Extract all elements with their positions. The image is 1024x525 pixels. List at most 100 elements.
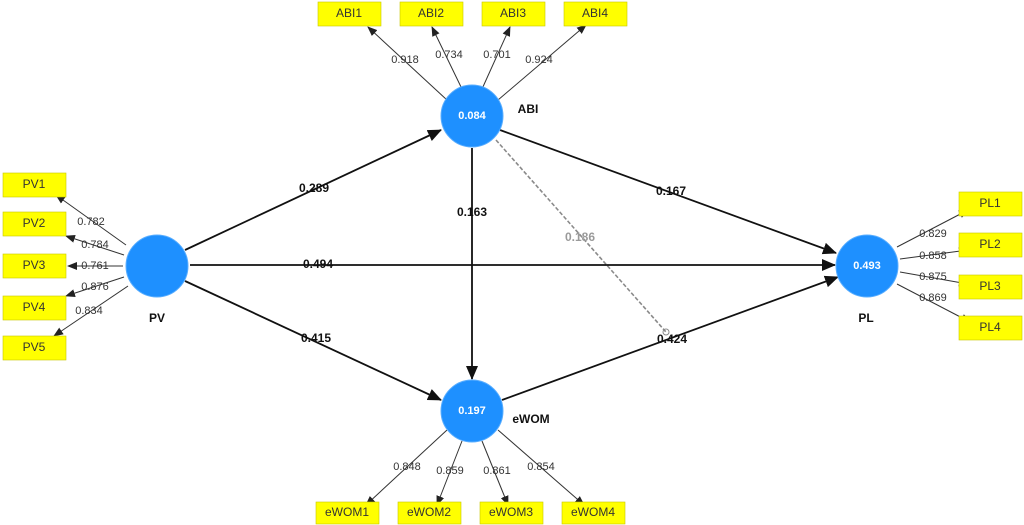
pv1-loading-arrow <box>55 194 127 246</box>
indicator-label: eWOM3 <box>489 505 533 519</box>
construct-value: 0.084 <box>458 110 486 122</box>
indicator-pv2[interactable]: PV2 <box>2 211 67 237</box>
pv5-loading-arrow <box>53 285 129 337</box>
construct-pl[interactable]: 0.493 PL <box>835 234 899 325</box>
path-pv-abi[interactable] <box>184 129 442 251</box>
path-coef-abi-pl: 0.167 <box>656 184 686 198</box>
construct-label: PV <box>149 311 165 325</box>
indicator-label: PV2 <box>23 216 46 230</box>
pl-indicator-group: PL1 PL2 PL3 PL4 0.829 0.858 0.875 0.869 <box>896 191 1023 341</box>
construct-circle[interactable] <box>835 234 899 298</box>
path-coef-pv-pl: 0.494 <box>303 257 333 271</box>
loading-pl2: 0.858 <box>919 250 947 262</box>
indicator-label: ABI2 <box>418 6 444 20</box>
indicator-abi1[interactable]: ABI1 <box>317 1 382 27</box>
indicator-pv3[interactable]: PV3 <box>2 253 67 279</box>
loading-pl3: 0.875 <box>919 271 947 283</box>
structural-paths: 0.289 0.494 0.415 0.167 0.163 0.424 0.18… <box>184 129 839 401</box>
indicator-pl2[interactable]: PL2 <box>958 232 1023 258</box>
construct-value: 0.493 <box>853 260 881 272</box>
path-coef-pv-ewom: 0.415 <box>301 331 331 345</box>
indicator-label: eWOM1 <box>325 505 369 519</box>
indicator-label: PL2 <box>979 237 1001 251</box>
indicator-abi2[interactable]: ABI2 <box>399 1 464 27</box>
indicator-label: PV1 <box>23 177 46 191</box>
pl2-loading-arrow <box>899 247 969 260</box>
construct-label: PL <box>858 311 873 325</box>
pv-indicator-group: PV1 PV2 PV3 PV4 PV5 0.782 0.784 0.761 0.… <box>2 172 129 361</box>
indicator-label: ABI4 <box>582 6 608 20</box>
indicator-label: eWOM4 <box>571 505 615 519</box>
construct-abi[interactable]: 0.084 ABI <box>440 84 539 148</box>
abi2-loading-arrow <box>431 26 463 90</box>
indicator-pl4[interactable]: PL4 <box>958 315 1023 341</box>
pv4-loading-arrow <box>65 276 125 297</box>
loading-pv3: 0.761 <box>81 260 109 272</box>
construct-circle[interactable] <box>440 84 504 148</box>
path-abi-pl[interactable] <box>499 129 837 255</box>
moderation-coef: 0.186 <box>565 230 595 244</box>
loading-pv1: 0.782 <box>77 216 105 228</box>
moderation-dashed-line <box>495 139 667 333</box>
indicator-label: PL3 <box>979 279 1001 293</box>
indicator-label: PV3 <box>23 258 46 272</box>
ewom-indicator-group: eWOM1 eWOM2 eWOM3 eWOM4 0.848 0.859 0.86… <box>315 429 626 525</box>
loading-pv2: 0.784 <box>81 239 109 251</box>
loading-abi3: 0.701 <box>483 49 511 61</box>
ewom2-loading-arrow <box>436 440 463 506</box>
abi4-loading-arrow <box>497 24 587 101</box>
pl4-loading-arrow <box>896 283 971 323</box>
construct-ewom[interactable]: 0.197 eWOM <box>440 379 550 443</box>
ewom1-loading-arrow <box>365 429 448 506</box>
loading-abi2: 0.734 <box>435 49 463 61</box>
loading-pv4: 0.876 <box>81 281 109 293</box>
indicator-pv1[interactable]: PV1 <box>2 172 67 198</box>
ewom3-loading-arrow <box>481 440 509 506</box>
path-coef-abi-ewom: 0.163 <box>457 205 487 219</box>
indicator-label: PV5 <box>23 340 46 354</box>
loading-ewom4: 0.854 <box>527 461 555 473</box>
pl3-loading-arrow <box>899 271 969 287</box>
indicator-label: PL4 <box>979 320 1001 334</box>
indicator-pl3[interactable]: PL3 <box>958 274 1023 300</box>
loading-pv5: 0.834 <box>75 305 103 317</box>
construct-pv[interactable]: PV <box>125 234 189 325</box>
loading-ewom3: 0.861 <box>483 465 511 477</box>
indicator-label: PL1 <box>979 196 1001 210</box>
indicator-label: PV4 <box>23 300 46 314</box>
construct-circle[interactable] <box>440 379 504 443</box>
indicator-abi4[interactable]: ABI4 <box>563 1 628 27</box>
indicator-label: ABI1 <box>336 6 362 20</box>
path-ewom-pl[interactable] <box>501 275 839 401</box>
pv2-loading-arrow <box>65 235 125 256</box>
indicator-abi3[interactable]: ABI3 <box>481 1 546 27</box>
indicator-ewom1[interactable]: eWOM1 <box>315 501 380 525</box>
indicator-ewom2[interactable]: eWOM2 <box>397 501 462 525</box>
loading-pl4: 0.869 <box>919 292 947 304</box>
path-coef-pv-abi: 0.289 <box>299 181 329 195</box>
construct-label: eWOM <box>512 412 549 426</box>
indicator-ewom4[interactable]: eWOM4 <box>561 501 626 525</box>
loading-pl1: 0.829 <box>919 228 947 240</box>
path-pv-ewom[interactable] <box>184 280 442 401</box>
indicator-pv4[interactable]: PV4 <box>2 295 67 321</box>
loading-abi4: 0.924 <box>525 54 553 66</box>
moderation-anchor <box>662 328 670 336</box>
indicator-label: ABI3 <box>500 6 526 20</box>
construct-circle[interactable] <box>125 234 189 298</box>
loading-abi1: 0.918 <box>391 54 419 66</box>
construct-label: ABI <box>518 102 539 116</box>
ewom4-loading-arrow <box>497 429 585 506</box>
abi3-loading-arrow <box>481 26 511 90</box>
pl1-loading-arrow <box>896 209 969 248</box>
loading-ewom2: 0.859 <box>436 465 464 477</box>
indicator-pl1[interactable]: PL1 <box>958 191 1023 217</box>
indicator-pv5[interactable]: PV5 <box>2 335 67 361</box>
indicator-label: eWOM2 <box>407 505 451 519</box>
indicator-ewom3[interactable]: eWOM3 <box>479 501 544 525</box>
abi1-loading-arrow <box>367 26 448 101</box>
construct-value: 0.197 <box>458 405 486 417</box>
loading-ewom1: 0.848 <box>393 461 421 473</box>
path-coef-ewom-pl: 0.424 <box>657 332 687 346</box>
